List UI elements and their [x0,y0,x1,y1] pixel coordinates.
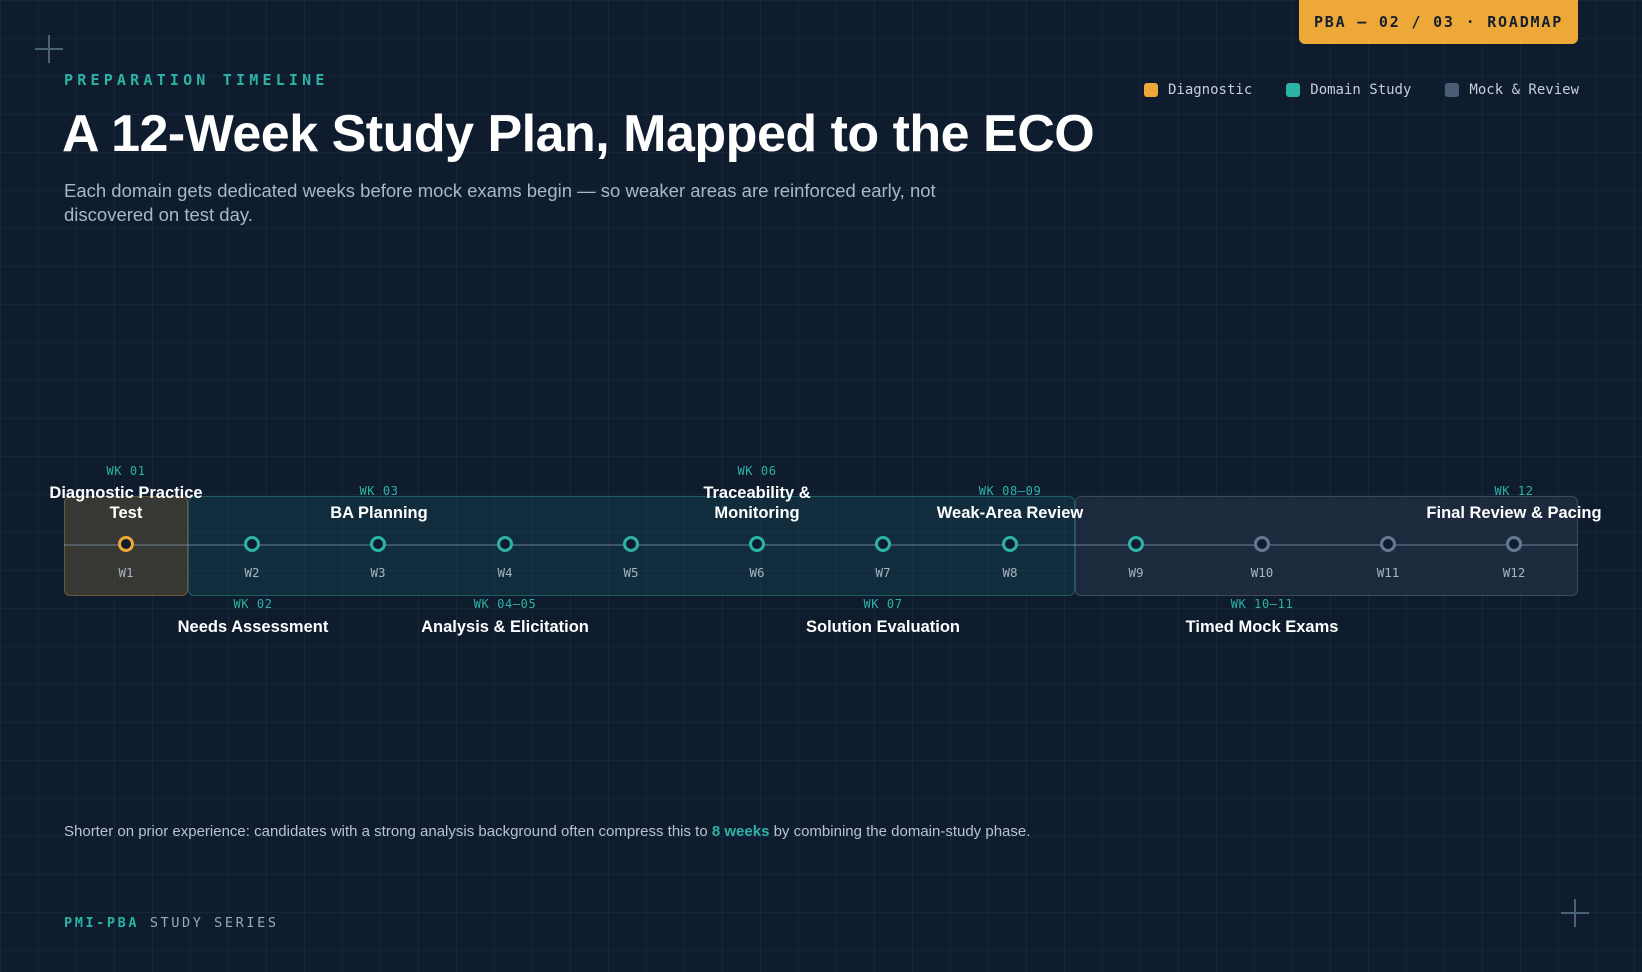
milestone-title: Final Review & Pacing [1426,504,1602,522]
week-node-10 [1254,536,1270,552]
week-label: W2 [244,565,260,580]
milestone-week: WK 06 [737,464,777,478]
milestone-ba-planning: WK 03 BA Planning [249,483,509,523]
week-label: W4 [497,565,513,580]
milestone-week: WK 12 [1494,484,1534,498]
week-node-12 [1506,536,1522,552]
eyebrow-label: PREPARATION TIMELINE [64,71,329,89]
milestone-week: WK 02 [233,597,273,611]
milestone-title: BA Planning [330,504,428,522]
series-rest: STUDY SERIES [139,915,279,931]
legend-swatch-mock-review [1445,83,1460,97]
week-label: W12 [1502,565,1526,580]
corner-mark-top-left [35,35,63,63]
week-node-6 [749,536,765,552]
footnote-highlight: 8 weeks [711,823,770,840]
week-node-9 [1128,536,1144,552]
milestone-final-review: WK 12 Final Review & Pacing [1384,483,1642,523]
legend-swatch-diagnostic [1143,83,1158,97]
footnote-suffix: by combining the domain-study phase. [769,823,1031,840]
week-label: W10 [1250,565,1274,580]
week-node-7 [875,536,891,552]
milestone-needs-assessment: WK 02 Needs Assessment [123,596,383,637]
timeline-axis [64,544,1578,546]
week-label: W8 [1002,565,1018,580]
footnote-prefix: Shorter on prior experience: candidates … [64,823,712,840]
milestone-title: Timed Mock Exams [1185,618,1339,636]
milestone-week: WK 07 [863,597,903,611]
page-title: A 12-Week Study Plan, Mapped to the ECO [62,105,1095,163]
week-label: W1 [118,565,134,580]
milestone-title: Diagnostic Practice Test [49,484,203,522]
footnote: Shorter on prior experience: candidates … [64,823,1030,840]
milestone-title: Needs Assessment [177,618,329,636]
milestone-week: WK 03 [359,484,399,498]
series-label: PMI-PBA STUDY SERIES [64,915,279,931]
section-badge: PBA — 02 / 03 · ROADMAP [1299,0,1578,44]
week-label: W5 [623,565,639,580]
week-node-3 [370,536,386,552]
milestone-diagnostic-test: WK 01 Diagnostic Practice Test [0,463,256,523]
legend-label: Domain Study [1310,82,1412,98]
legend-swatch-domain-study [1286,83,1301,97]
week-label: W7 [875,565,891,580]
phase-band-mock-review [1075,496,1578,596]
milestone-title: Solution Evaluation [805,618,960,636]
legend-label: Diagnostic [1167,82,1253,98]
milestone-week: WK 08–09 [978,484,1042,498]
legend: Diagnostic Domain Study Mock & Review [1143,82,1579,98]
week-label: W3 [370,565,386,580]
milestone-traceability: WK 06 Traceability & Monitoring [627,463,887,523]
corner-mark-bottom-right [1561,899,1589,927]
milestone-solution-evaluation: WK 07 Solution Evaluation [753,596,1013,637]
milestone-timed-mock-exams: WK 10–11 Timed Mock Exams [1132,596,1392,637]
milestone-week: WK 04–05 [473,597,537,611]
week-node-5 [623,536,639,552]
milestone-title: Weak-Area Review [936,504,1084,522]
legend-item-domain-study: Domain Study [1286,82,1411,98]
milestone-analysis-elicitation: WK 04–05 Analysis & Elicitation [375,596,635,637]
legend-item-diagnostic: Diagnostic [1143,82,1253,98]
legend-label: Mock & Review [1469,82,1579,98]
milestone-title: Traceability & Monitoring [703,484,811,522]
week-node-8 [1002,536,1018,552]
week-node-11 [1380,536,1396,552]
series-brand: PMI-PBA [64,915,140,931]
milestone-week: WK 10–11 [1230,597,1294,611]
week-label: W11 [1376,565,1400,580]
week-node-1 [118,536,134,552]
milestone-title: Analysis & Elicitation [421,618,589,636]
week-node-4 [497,536,513,552]
week-label: W6 [749,565,765,580]
page-subtitle: Each domain gets dedicated weeks before … [64,180,936,225]
week-node-2 [244,536,260,552]
week-label: W9 [1128,565,1144,580]
legend-item-mock-review: Mock & Review [1445,82,1579,98]
milestone-weak-area-review: WK 08–09 Weak-Area Review [880,483,1140,523]
milestone-week: WK 01 [106,464,146,478]
